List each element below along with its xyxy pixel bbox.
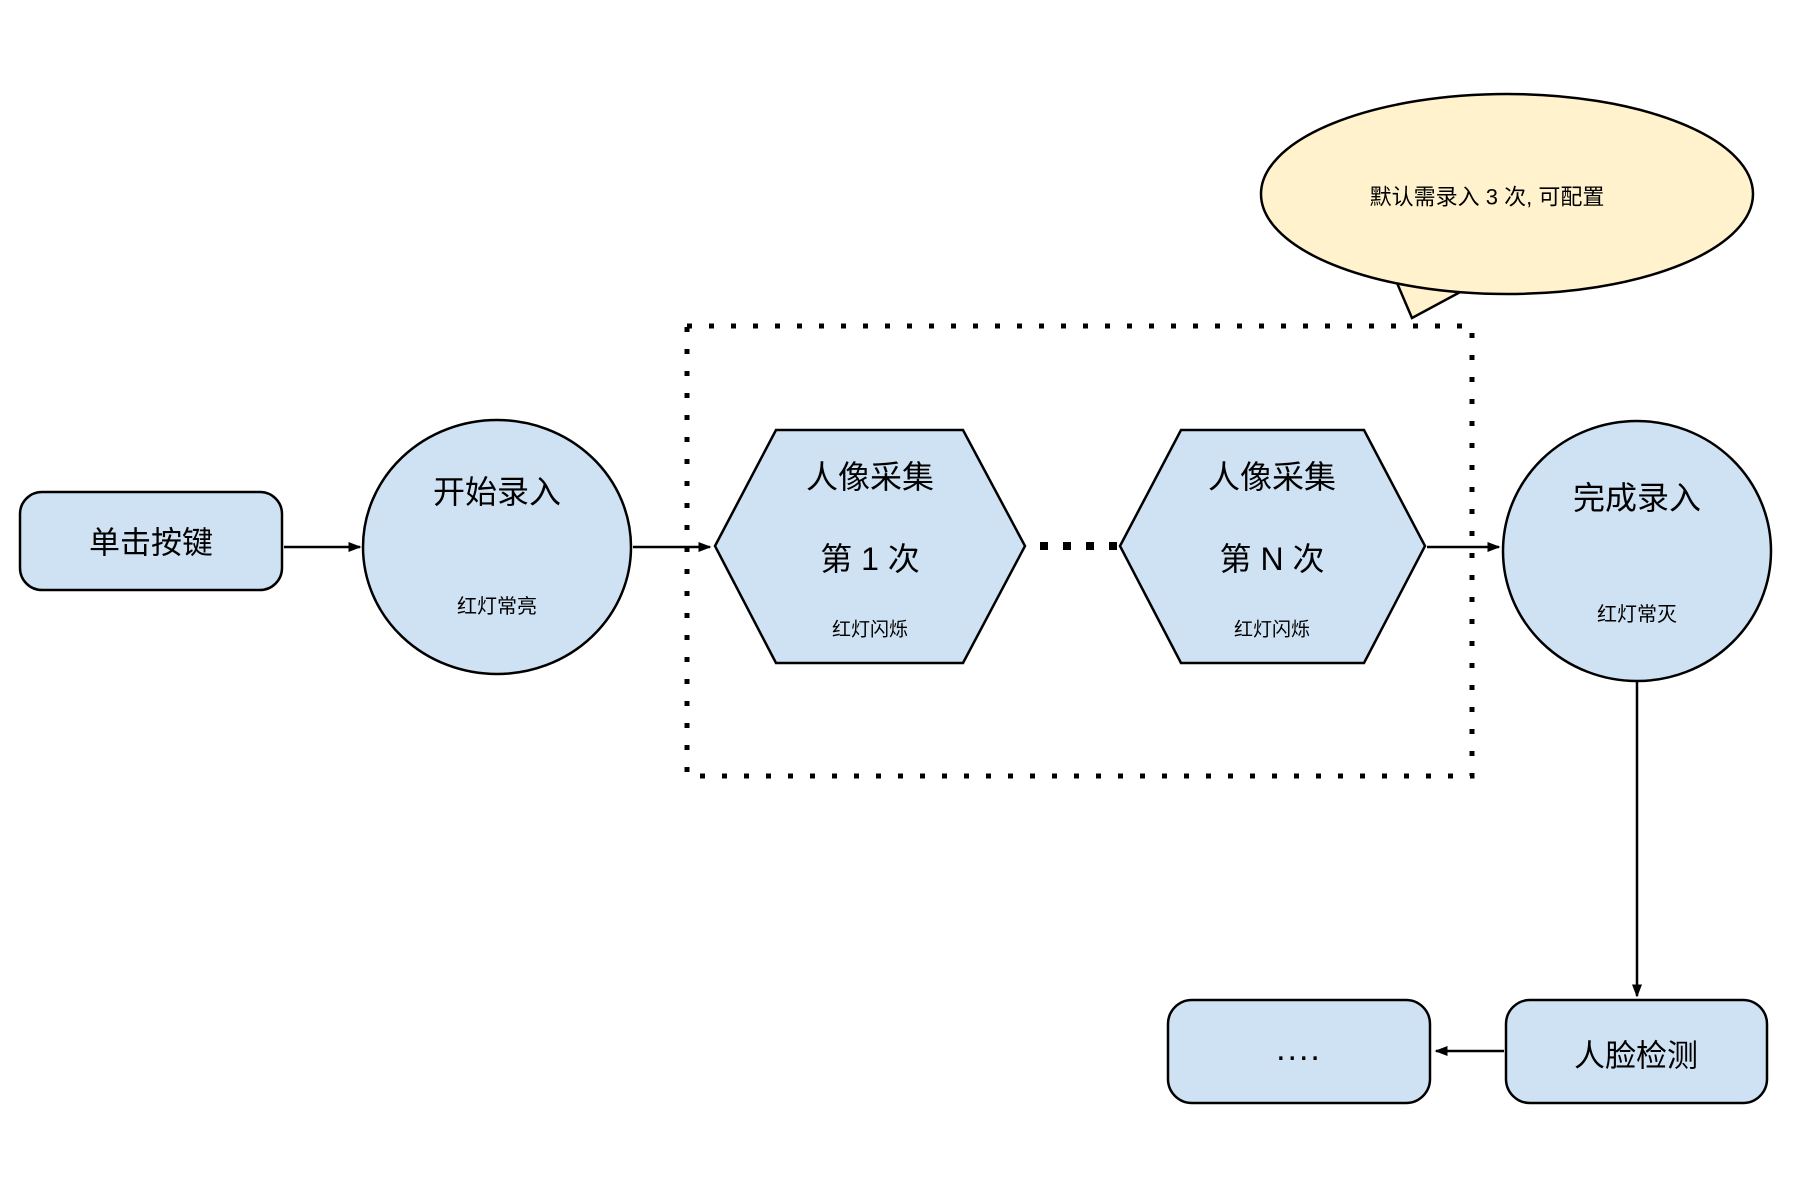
node-continuation: ....: [1166, 998, 1432, 1105]
callout-bubble: 默认需录入 3 次, 可配置: [1259, 92, 1755, 320]
face-detection-label: 人脸检测: [1574, 1039, 1698, 1074]
continuation-label: ....: [1276, 1030, 1322, 1068]
finish-enroll-shape: [1501, 419, 1773, 683]
continuation-shape: [1166, 998, 1432, 1105]
capture-n-status: 红灯闪烁: [1234, 619, 1310, 641]
callout-text: 默认需录入 3 次, 可配置: [1370, 185, 1605, 210]
finish-enroll-status: 红灯常灭: [1597, 603, 1677, 626]
capture-1-shape: [713, 428, 1027, 665]
node-click-button: 单击按键: [18, 490, 284, 592]
callout-ellipse: [1259, 92, 1755, 296]
node-finish-enroll: 完成录入 红灯常灭: [1501, 419, 1773, 683]
start-enroll-label: 开始录入: [433, 474, 561, 510]
capture-n-shape: [1118, 428, 1427, 665]
start-enroll-shape: [361, 418, 633, 676]
node-face-detection: 人脸检测: [1504, 998, 1769, 1105]
capture-n-line1: 人像采集: [1208, 459, 1336, 495]
capture-1-line1: 人像采集: [806, 459, 934, 495]
finish-enroll-label: 完成录入: [1573, 480, 1701, 516]
click-button-shape: [18, 490, 284, 592]
node-capture-1: 人像采集 第 1 次 红灯闪烁: [713, 428, 1027, 665]
click-button-label: 单击按键: [89, 526, 213, 561]
capture-n-line2: 第 N 次: [1220, 541, 1325, 577]
capture-1-line2: 第 1 次: [820, 541, 920, 577]
node-capture-n: 人像采集 第 N 次 红灯闪烁: [1118, 428, 1427, 665]
face-detection-shape: [1504, 998, 1769, 1105]
start-enroll-status: 红灯常亮: [457, 595, 537, 618]
node-start-enroll: 开始录入 红灯常亮: [361, 418, 633, 676]
capture-1-status: 红灯闪烁: [832, 619, 908, 641]
loop-region-dotted-rect: [684, 323, 1475, 779]
